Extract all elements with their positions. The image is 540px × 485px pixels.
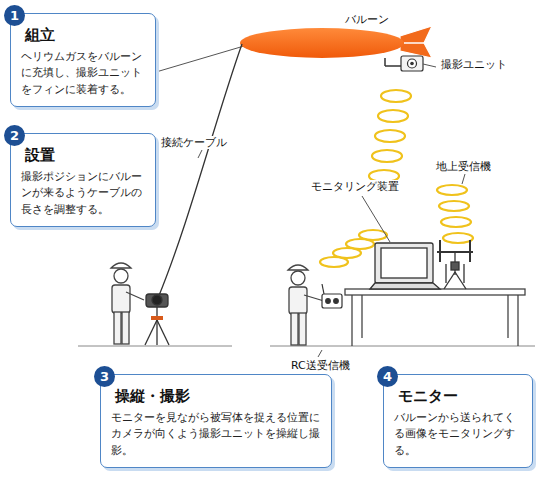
part-label: 接続ケーブル <box>160 136 228 149</box>
rc-transmitter <box>318 284 342 357</box>
signal-ring <box>378 110 408 122</box>
cable-winch <box>145 294 169 345</box>
connection-cable <box>158 44 242 298</box>
leader-line <box>362 196 390 242</box>
signal-ring <box>437 185 467 195</box>
part-label: バルーン <box>344 13 390 26</box>
step-box: 3操縦・撮影モニターを見ながら被写体を捉える位置にカメラが向くよう撮影ユニットを… <box>100 374 332 468</box>
part-label: RC送受信機 <box>290 359 351 372</box>
part-label: モニタリング装置 <box>310 180 400 193</box>
leader-line <box>462 174 465 184</box>
signal-waves <box>369 90 411 182</box>
step-heading: 組立 <box>25 26 147 46</box>
step-description: バルーンから送られてくる画像をモニタリングする。 <box>394 410 524 460</box>
step-box: 1組立ヘリウムガスをバルーンに充填し、撮影ユニットをフィンに装着する。 <box>10 13 156 107</box>
callout-number: 1 <box>4 5 25 26</box>
signal-ring <box>441 217 471 227</box>
operator-figure <box>111 263 144 344</box>
ground <box>78 346 232 347</box>
step-box: 2設置撮影ポジションにバルーンが来るようケーブルの長さを調整する。 <box>10 133 156 227</box>
part-label: 地上受信機 <box>435 160 492 173</box>
step-heading: モニター <box>398 387 524 407</box>
step-heading: 操縦・撮影 <box>115 387 323 407</box>
signal-ring <box>443 233 473 243</box>
signal-ring <box>439 201 469 211</box>
step-box: 4モニターバルーンから送られてくる画像をモニタリングする。 <box>383 374 533 468</box>
callout-number: 4 <box>377 366 398 387</box>
camera-unit <box>401 56 436 71</box>
table <box>345 289 525 346</box>
step-description: ヘリウムガスをバルーンに充填し、撮影ユニットをフィンに装着する。 <box>21 49 147 99</box>
step-description: 撮影ポジションにバルーンが来るようケーブルの長さを調整する。 <box>21 169 147 219</box>
ground <box>270 346 535 347</box>
callout-number: 3 <box>94 366 115 387</box>
signal-ring <box>359 230 387 240</box>
step-description: モニターを見ながら被写体を捉える位置にカメラが向くよう撮影ユニットを操縦し撮影。 <box>111 410 323 460</box>
signal-ring <box>381 90 411 102</box>
signal-ring <box>372 150 402 162</box>
leader-line <box>156 46 244 72</box>
operator-figure <box>288 265 324 345</box>
monitoring-laptop <box>370 243 440 289</box>
signal-ring <box>375 130 405 142</box>
step-heading: 設置 <box>25 146 147 166</box>
callout-number: 2 <box>4 125 25 146</box>
ground-receiver <box>437 240 473 289</box>
part-label: 撮影ユニット <box>440 58 508 71</box>
leader-line <box>198 150 202 158</box>
signal-waves <box>437 185 473 243</box>
